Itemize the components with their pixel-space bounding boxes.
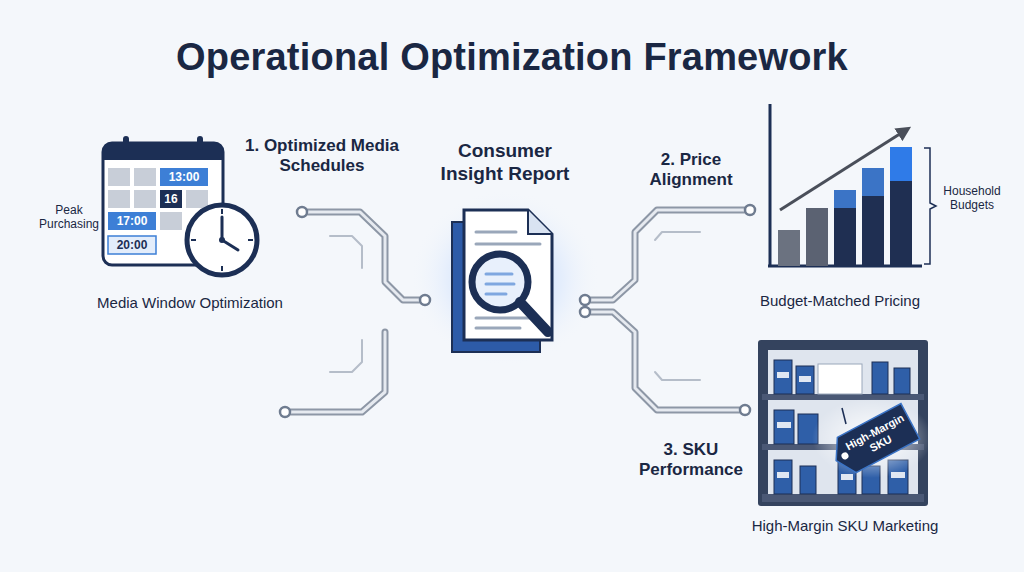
- connector-end: [745, 205, 755, 215]
- pipe-connector: [585, 312, 745, 410]
- annotation-label: Household Budgets: [936, 184, 1008, 213]
- connector-label: 3. SKU Performance: [628, 440, 754, 481]
- pipe-connector: [302, 212, 425, 300]
- connector-label: 2. Price Alignment: [632, 150, 750, 191]
- connector-end: [740, 405, 750, 415]
- time-slot-label: 13:00: [160, 168, 208, 186]
- pipe-connector: [585, 210, 750, 300]
- pipe-highlight: [302, 212, 425, 300]
- connector-layer: [297, 205, 755, 415]
- connector-group: [297, 207, 430, 305]
- illustrated-node: Budget-Matched Pricing: [750, 100, 930, 310]
- time-slot-label: 20:00: [108, 236, 156, 254]
- illustrated-node: Media Window Optimization: [78, 132, 302, 312]
- node-caption: Media Window Optimization: [97, 294, 283, 312]
- shelf-icon: [758, 340, 932, 506]
- pipe-highlight: [585, 312, 745, 410]
- connector-end: [420, 295, 430, 305]
- bar-chart-icon: [768, 104, 936, 266]
- time-slot-label: 16: [160, 190, 182, 208]
- diagram-title: Operational Optimization Framework: [0, 36, 1024, 79]
- report-icon: [410, 190, 600, 366]
- connector-end: [580, 295, 590, 305]
- illustrated-node: High-Margin SKU Marketing: [745, 335, 945, 535]
- connector-group: [580, 307, 750, 415]
- connector-label: 1. Optimized Media Schedules: [236, 136, 408, 177]
- time-slot-label: 17:00: [108, 212, 156, 230]
- node-caption: High-Margin SKU Marketing: [752, 517, 939, 535]
- connector-end: [297, 207, 307, 217]
- node-caption: Budget-Matched Pricing: [760, 292, 920, 310]
- clock-icon: [187, 205, 257, 275]
- pipe-highlight: [585, 210, 750, 300]
- node-heading: Consumer Insight Report: [425, 140, 585, 186]
- connector-end: [580, 307, 590, 317]
- illustrated-node: Consumer Insight Report: [425, 140, 585, 355]
- annotation-label: Peak Purchasing: [36, 204, 102, 232]
- connector-group: [580, 205, 755, 305]
